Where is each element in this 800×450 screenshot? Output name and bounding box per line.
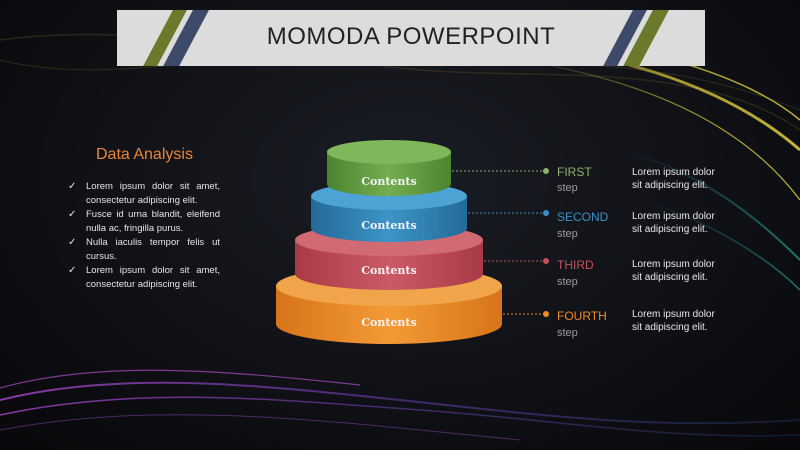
step-2-name: SECOND (557, 210, 609, 224)
bullet-item: ✓Lorem ipsum dolor sit amet, consectetur… (68, 181, 220, 206)
step-1-sub: step (557, 182, 578, 194)
step-3-name: THIRD (557, 258, 594, 272)
bullet-item: ✓Fusce id urna blandit, eleifend nulla a… (68, 209, 220, 234)
section-heading: Data Analysis (96, 146, 193, 163)
connector-dot (543, 168, 549, 174)
slide-title: MOMODA POWERPOINT (266, 23, 556, 50)
bullet-item: ✓Nulla iaculis tempor felis ut cursus. (68, 237, 220, 262)
title-bar: MOMODA POWERPOINT (117, 10, 705, 66)
bullet-list: ✓Lorem ipsum dolor sit amet, consectetur… (66, 180, 220, 292)
checkmark-icon: ✓ (68, 265, 77, 276)
step-4-name: FOURTH (557, 309, 607, 323)
checkmark-icon: ✓ (68, 209, 77, 220)
bullet-item: ✓Lorem ipsum dolor sit amet, consectetur… (68, 265, 220, 290)
step-1-name: FIRST (557, 165, 592, 179)
checkmark-icon: ✓ (68, 237, 77, 248)
connector-dot (543, 311, 549, 317)
step-4-sub: step (557, 327, 578, 339)
step-3-sub: step (557, 276, 578, 288)
tier-label: Contents (361, 219, 416, 232)
connector-dot (543, 210, 549, 216)
step-2-sub: step (557, 228, 578, 240)
checkmark-icon: ✓ (68, 181, 77, 192)
pyramid-tier-1 (327, 140, 451, 196)
tier-label: Contents (361, 264, 416, 277)
connector-dot (543, 258, 549, 264)
tier-label: Contents (361, 316, 416, 329)
connector-lines (452, 170, 544, 315)
tier-label: Contents (361, 175, 416, 188)
